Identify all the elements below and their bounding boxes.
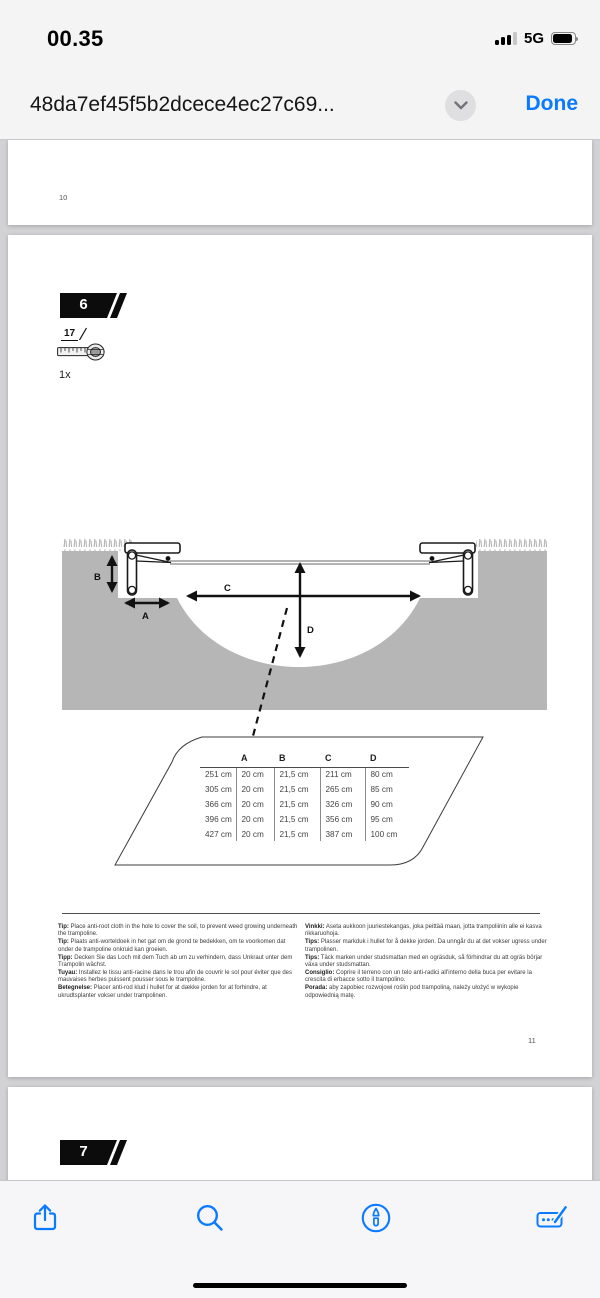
pdf-scroll-area[interactable]: 10 6 17 <box>0 140 600 1180</box>
cell: 211 cm <box>319 767 365 782</box>
signature-icon <box>536 1205 568 1228</box>
done-button[interactable]: Done <box>525 92 579 115</box>
tip-item: Tips: Täck marken under studsmattan med … <box>305 954 543 969</box>
cell: 20 cm <box>235 796 274 812</box>
col-header-a: A <box>236 753 274 768</box>
search-icon <box>196 1204 223 1231</box>
step-badge: 6 <box>60 293 128 318</box>
tips-left-column: Tip: Place anti-root cloth in the hole t… <box>58 924 301 1001</box>
cell: 20 cm <box>235 826 274 842</box>
tip-item: Betegnelse: Placer anti-rod klud i hulle… <box>58 985 267 999</box>
battery-icon <box>551 32 578 45</box>
cell: 20 cm <box>235 781 274 797</box>
cell: 20 cm <box>235 811 274 827</box>
pdf-page-11: 6 17 <box>8 235 592 1077</box>
tip-item: Tip: Plaats anti-worteldoek in het gat o… <box>58 939 286 953</box>
grass-left <box>62 539 132 551</box>
page-number: 11 <box>528 1036 536 1045</box>
search-button[interactable] <box>192 1200 228 1236</box>
step-badge-shape <box>60 293 127 318</box>
document-title: 48da7ef45f5b2dcece4ec27c69... <box>30 93 335 116</box>
cellular-signal-icon <box>494 32 517 45</box>
cell: 20 cm <box>235 767 274 782</box>
dimensions-table: A B C D 251 cm 20 cm 21,5 cm 211 cm 80 c… <box>200 753 409 842</box>
cell: 100 cm <box>364 826 409 842</box>
cell: 95 cm <box>364 811 409 827</box>
col-header-c: C <box>320 753 365 768</box>
step-badge: 7 <box>60 1140 128 1165</box>
col-header-b: B <box>274 753 320 768</box>
measuring-tape-icon <box>57 343 117 366</box>
cell: 326 cm <box>319 796 365 812</box>
cell: 21,5 cm <box>273 781 320 797</box>
col-header <box>200 753 236 768</box>
table-row: 305 cm 20 cm 21,5 cm 265 cm 85 cm <box>200 781 409 797</box>
cell: 21,5 cm <box>273 826 320 842</box>
col-header-d: D <box>365 753 409 768</box>
chevron-down-icon <box>453 101 468 110</box>
cell: 387 cm <box>319 826 365 842</box>
status-icons: 5G <box>494 30 578 47</box>
page-number: 10 <box>59 193 68 202</box>
ref-slash-icon <box>79 327 88 341</box>
leader-dashed-line <box>251 607 289 737</box>
table-header-row: A B C D <box>200 753 409 768</box>
cell: 265 cm <box>319 781 365 797</box>
cell: 90 cm <box>364 796 409 812</box>
status-time: 00.35 <box>47 26 104 51</box>
share-button[interactable] <box>27 1200 63 1236</box>
share-icon <box>33 1204 57 1231</box>
dim-label-d: D <box>307 625 314 636</box>
signature-button[interactable] <box>533 1200 569 1236</box>
cell: 396 cm <box>205 814 232 824</box>
divider-rule <box>62 913 540 914</box>
step-number: 6 <box>79 296 88 313</box>
table-row: 396 cm 20 cm 21,5 cm 356 cm 95 cm <box>200 811 409 827</box>
cell: 85 cm <box>364 781 409 797</box>
table-row: 251 cm 20 cm 21,5 cm 211 cm 80 cm <box>200 767 409 782</box>
home-indicator[interactable] <box>193 1283 407 1288</box>
dim-label-b: B <box>94 572 101 583</box>
tip-item: Porada: aby zapobiec rozwojowi roślin po… <box>305 985 519 999</box>
part-ref-number: 17 <box>61 328 79 341</box>
step-number: 7 <box>79 1143 88 1160</box>
cell: 356 cm <box>319 811 365 827</box>
cell: 366 cm <box>205 799 232 809</box>
cell: 21,5 cm <box>273 796 320 812</box>
grass-right <box>476 539 547 551</box>
cell: 21,5 cm <box>273 767 320 782</box>
pdf-page-12: 7 <box>8 1087 592 1180</box>
markup-icon <box>361 1203 391 1233</box>
nav-bar: 48da7ef45f5b2dcece4ec27c69... Done <box>0 84 600 136</box>
tip-item: Consiglio: Coprire il terreno con un tel… <box>305 969 532 984</box>
tip-item: Tips: Plasser markduk i hullet for å dek… <box>305 939 547 953</box>
part-quantity: 1x <box>59 369 71 381</box>
step-badge-shape <box>60 1140 127 1165</box>
table-row: 427 cm 20 cm 21,5 cm 387 cm 100 cm <box>200 826 409 842</box>
dimension-arrows <box>106 555 421 658</box>
toolbar <box>0 1180 600 1298</box>
dim-label-c: C <box>224 583 231 594</box>
tip-item: Tuyau: Installez le tissu anti-racine da… <box>58 969 293 984</box>
tip-item: Vinkki: Aseta aukkoon juuriestekangas, j… <box>305 924 542 938</box>
dimension-labels: B A C D <box>94 572 314 636</box>
header: 00.35 5G 48da7ef45f5b2dcece4ec27c69... D… <box>0 0 600 140</box>
pdf-page-10: 10 <box>8 140 592 225</box>
cell: 251 cm <box>205 770 232 780</box>
markup-button[interactable] <box>358 1200 394 1236</box>
dim-label-a: A <box>142 611 149 622</box>
cell: 21,5 cm <box>273 811 320 827</box>
table-row: 366 cm 20 cm 21,5 cm 326 cm 90 cm <box>200 796 409 812</box>
tip-item: Tip: Place anti-root cloth in the hole t… <box>58 924 298 938</box>
network-type-label: 5G <box>523 30 544 47</box>
cell: 80 cm <box>364 767 409 782</box>
cell: 305 cm <box>205 784 232 794</box>
tip-item: Tipp: Decken Sie das Loch mit dem Tuch a… <box>58 954 293 969</box>
cell: 427 cm <box>205 829 232 839</box>
part-reference: 17 <box>57 323 117 381</box>
title-menu-button[interactable] <box>445 90 476 121</box>
tips-right-column: Vinkki: Aseta aukkoon juuriestekangas, j… <box>305 924 548 1001</box>
